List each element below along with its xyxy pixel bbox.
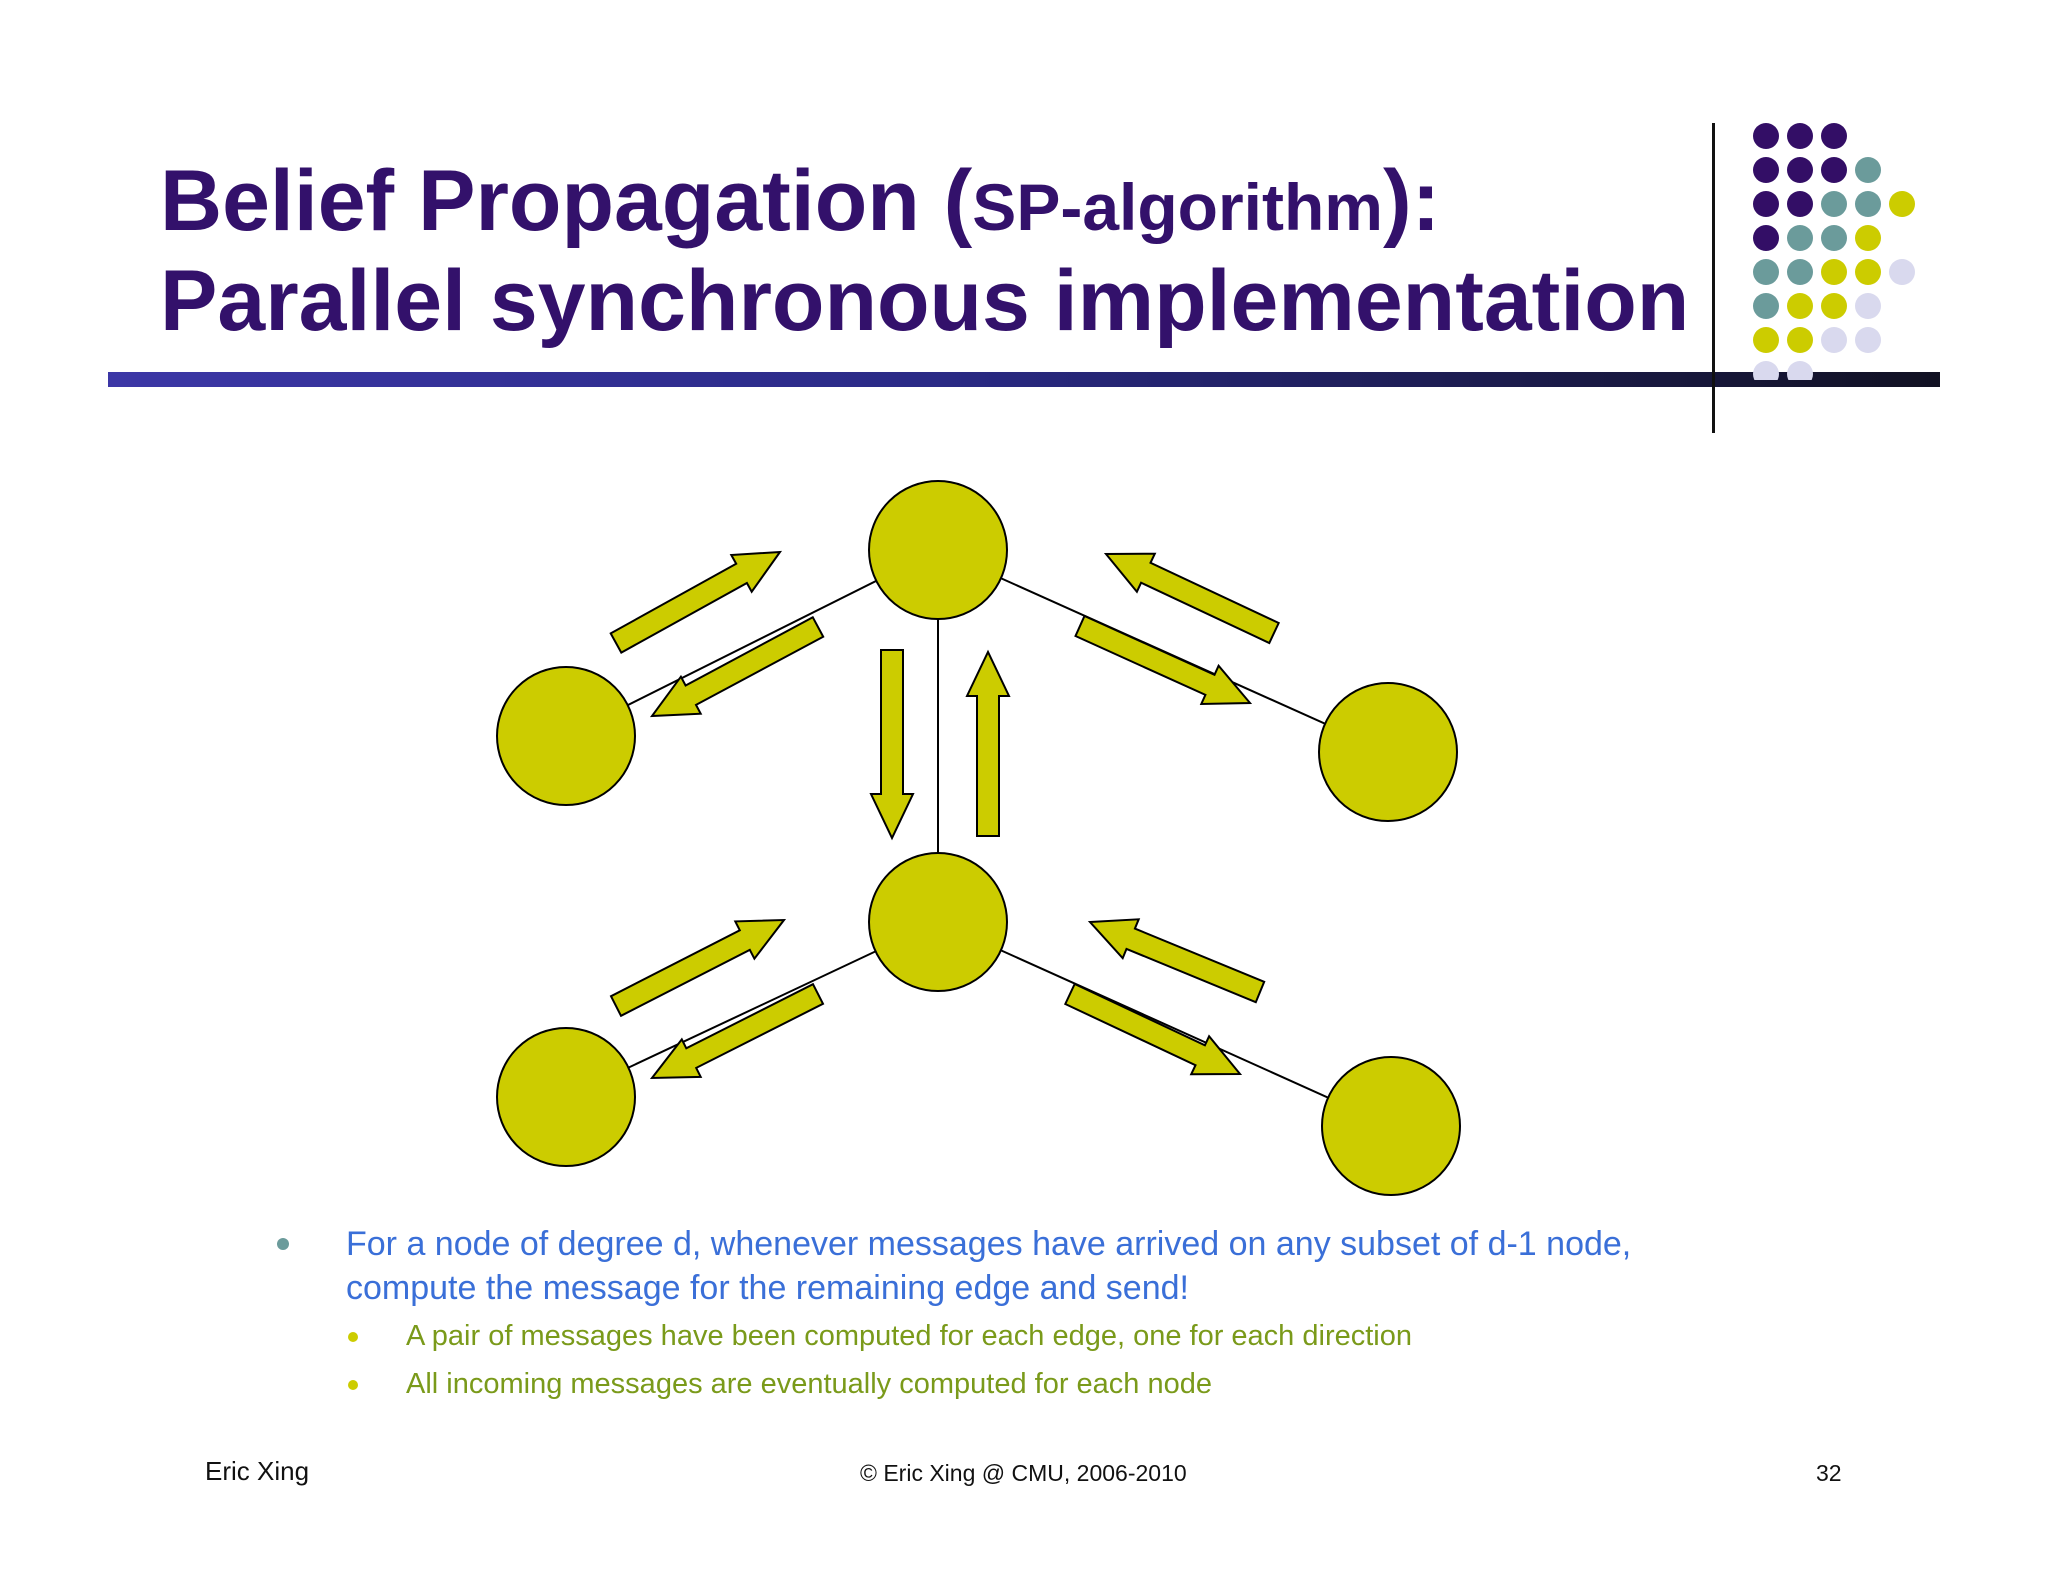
decorative-dot <box>1855 157 1881 183</box>
bullet-dot-main <box>277 1238 289 1250</box>
decorative-dot <box>1787 293 1813 319</box>
graph-node <box>1321 1056 1461 1196</box>
decorative-dot <box>1821 191 1847 217</box>
graph-edge <box>937 921 1392 1127</box>
graph-node <box>496 666 636 806</box>
bullet-main-text: For a node of degree d, whenever message… <box>346 1225 1632 1307</box>
vertical-divider <box>1712 123 1715 433</box>
slide-title-line-1: Belief Propagation (SP-algorithm): <box>160 158 1440 244</box>
decorative-dot <box>1821 225 1847 251</box>
decorative-dot <box>1821 327 1847 353</box>
title-text-a: Belief Propagation ( <box>160 153 973 249</box>
message-arrow <box>965 649 1011 837</box>
footer-copyright: © Eric Xing @ CMU, 2006-2010 <box>860 1460 1187 1486</box>
decorative-dot-grid <box>1740 120 1920 380</box>
title-text-c: ): <box>1383 153 1441 249</box>
decorative-dot <box>1821 259 1847 285</box>
message-arrow <box>649 982 825 1080</box>
decorative-dot <box>1753 225 1779 251</box>
decorative-dot <box>1753 293 1779 319</box>
decorative-dot <box>1753 123 1779 149</box>
message-arrow <box>609 550 783 654</box>
message-arrow <box>609 918 787 1018</box>
decorative-dot <box>1855 259 1881 285</box>
message-arrow <box>869 649 915 841</box>
decorative-dot <box>1855 225 1881 251</box>
decorative-dot <box>1787 225 1813 251</box>
bullet-dot-sub-1 <box>348 1332 358 1342</box>
decorative-dot <box>1855 327 1881 353</box>
decorative-dot <box>1787 123 1813 149</box>
decorative-dot <box>1855 293 1881 319</box>
decorative-dot <box>1753 327 1779 353</box>
decorative-dot <box>1787 361 1813 380</box>
decorative-dot <box>1821 157 1847 183</box>
bullet-dot-sub-2 <box>348 1380 358 1390</box>
graph-node <box>868 852 1008 992</box>
decorative-dot <box>1753 259 1779 285</box>
decorative-dot <box>1821 293 1847 319</box>
decorative-dot <box>1889 259 1915 285</box>
message-arrow <box>1087 918 1266 1004</box>
decorative-dot <box>1753 361 1779 380</box>
slide-title-line-2: Parallel synchronous implementation <box>160 253 1690 349</box>
graph-nodes <box>496 480 1461 1196</box>
message-arrows <box>609 550 1281 1080</box>
decorative-dot <box>1753 191 1779 217</box>
graph-node <box>868 480 1008 620</box>
message-arrow <box>1103 552 1281 645</box>
footer-author: Eric Xing <box>205 1456 310 1486</box>
decorative-dot <box>1889 191 1915 217</box>
message-arrow <box>1063 982 1243 1076</box>
title-text-b: SP-algorithm <box>972 170 1383 244</box>
decorative-dot <box>1821 123 1847 149</box>
bullet-sub-1-text: A pair of messages have been computed fo… <box>406 1320 1412 1352</box>
decorative-dot <box>1787 191 1813 217</box>
graph-node <box>496 1027 636 1167</box>
decorative-dot <box>1787 327 1813 353</box>
footer-page-number: 32 <box>1816 1460 1842 1486</box>
decorative-dot <box>1753 157 1779 183</box>
decorative-dot <box>1787 157 1813 183</box>
graph-node <box>1318 682 1458 822</box>
message-arrow <box>1074 614 1253 706</box>
message-arrow <box>649 615 825 718</box>
decorative-dot <box>1855 191 1881 217</box>
bullet-sub-2-text: All incoming messages are eventually com… <box>406 1368 1213 1400</box>
decorative-dot <box>1787 259 1813 285</box>
title-underline <box>108 372 1940 387</box>
